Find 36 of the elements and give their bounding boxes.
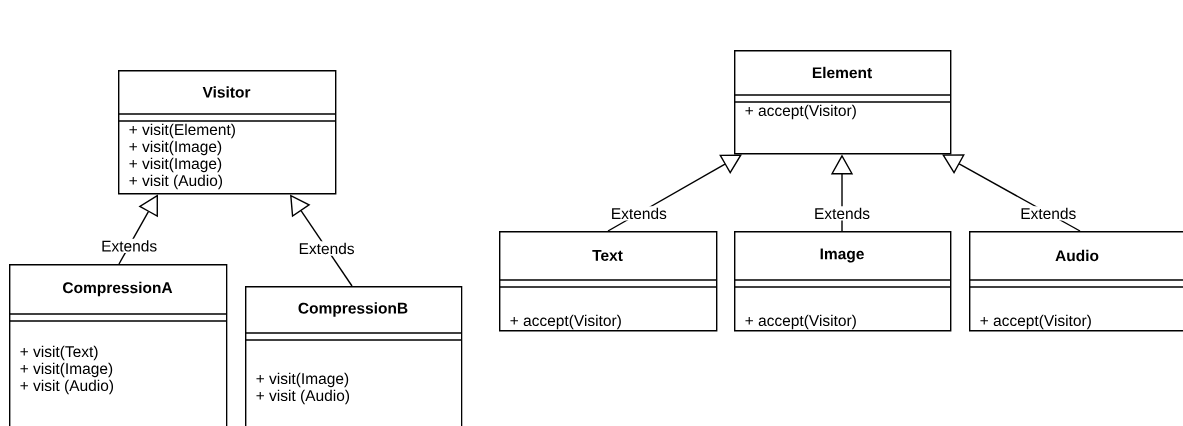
class-box bbox=[733, 231, 952, 332]
inheritance-arrow bbox=[290, 194, 353, 287]
class-box bbox=[733, 50, 952, 155]
class-name: CompressionA bbox=[63, 281, 173, 297]
class-box bbox=[117, 70, 337, 195]
class-name: Element bbox=[812, 66, 872, 79]
method-text: + visit (Audio) bbox=[20, 379, 114, 395]
class-box bbox=[498, 231, 718, 332]
edge-label: Extends bbox=[612, 207, 667, 220]
edge-label: Extends bbox=[102, 240, 157, 252]
method-text: + visit(Image) bbox=[256, 372, 349, 388]
class-box bbox=[968, 231, 1183, 332]
method-text: + visit(Image) bbox=[20, 362, 113, 378]
method-text: + accept(Visitor) bbox=[510, 314, 621, 330]
method-text: + visit(Element) bbox=[129, 123, 235, 139]
class-box bbox=[8, 264, 228, 426]
inheritance-arrow bbox=[118, 194, 158, 265]
inheritance-arrow bbox=[607, 154, 742, 232]
method-text: + accept(Visitor) bbox=[745, 314, 856, 330]
method-text: + visit (Audio) bbox=[129, 174, 223, 190]
class-name: Text bbox=[592, 250, 623, 261]
inheritance-arrow bbox=[942, 154, 1081, 232]
method-text: + visit (Audio) bbox=[256, 389, 350, 405]
class-box bbox=[244, 286, 463, 426]
method-text: + accept(Visitor) bbox=[745, 104, 856, 120]
edge-label: Extends bbox=[1021, 207, 1076, 220]
edge-label: Extends bbox=[815, 207, 870, 220]
class-name: CompressionB bbox=[298, 302, 408, 317]
class-name: Visitor bbox=[202, 86, 251, 98]
method-text: + visit(Text) bbox=[20, 345, 98, 361]
method-text: + accept(Visitor) bbox=[980, 314, 1091, 330]
method-text: + visit(Image) bbox=[129, 140, 222, 156]
edge-label: Extends bbox=[299, 242, 354, 255]
method-text: + visit(Image) bbox=[129, 157, 222, 173]
class-name: Image bbox=[820, 248, 864, 263]
class-name: Audio bbox=[1055, 249, 1099, 262]
